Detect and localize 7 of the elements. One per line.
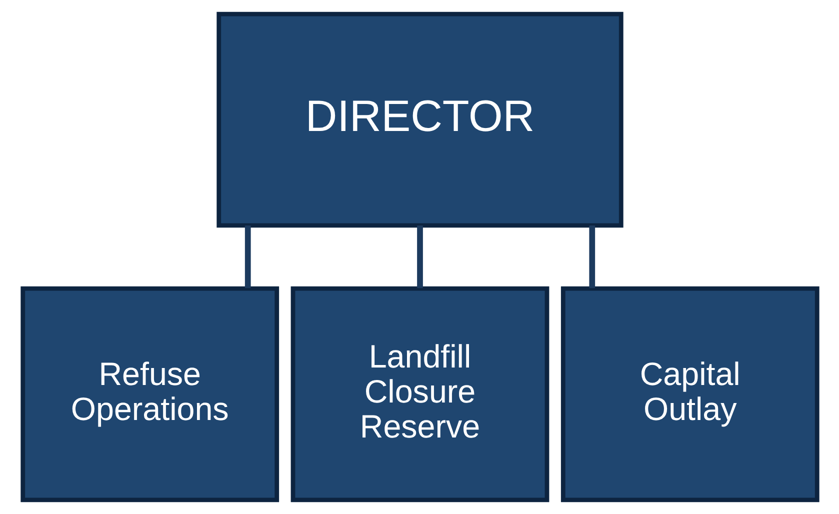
connector xyxy=(416,225,422,288)
node-box: DIRECTOR xyxy=(216,12,623,228)
connector xyxy=(588,225,595,288)
node-box: Landfill Closure Reserve xyxy=(290,286,549,502)
connector xyxy=(244,225,250,288)
node-box: Refuse Operations xyxy=(20,286,279,502)
node-box: Capital Outlay xyxy=(560,286,819,502)
